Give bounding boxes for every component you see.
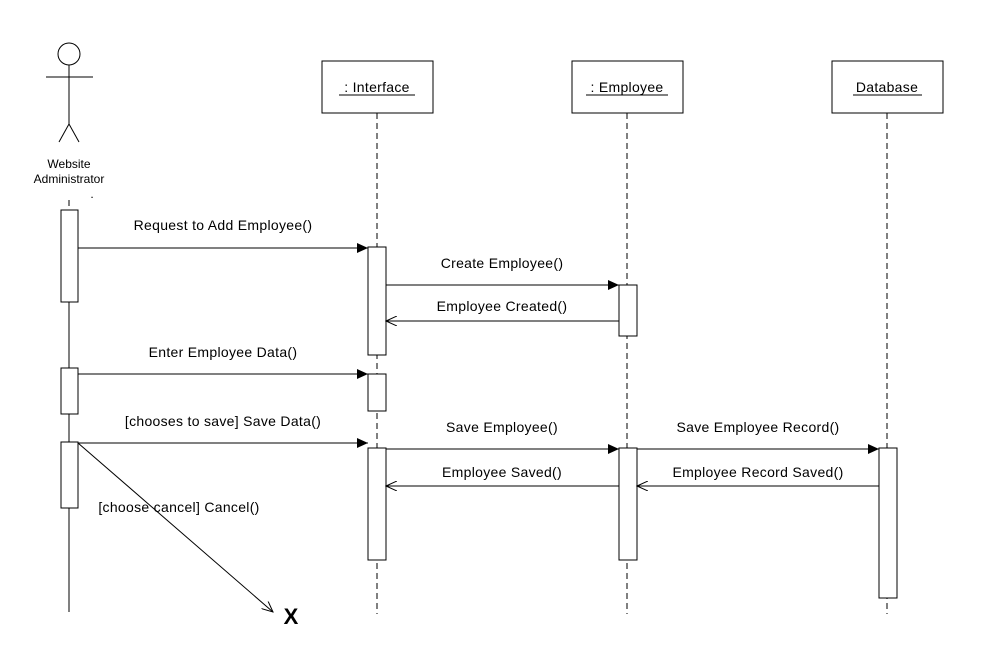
actor-name-line3: . — [90, 187, 93, 201]
object-interface: : Interface — [321, 60, 434, 114]
actor-activation — [60, 367, 79, 415]
object-database-label: Database — [856, 79, 918, 95]
interface-activation — [367, 447, 387, 561]
object-employee: : Employee — [571, 60, 684, 114]
message-label: Enter Employee Data() — [149, 344, 298, 360]
destroy-x-icon: X — [284, 604, 299, 629]
message-label: Save Employee Record() — [677, 419, 840, 435]
message-label: Employee Record Saved() — [672, 464, 843, 480]
message-label: [chooses to save] Save Data() — [125, 413, 321, 429]
message-label: [choose cancel] Cancel() — [98, 499, 259, 515]
interface-activation — [367, 246, 387, 356]
message-label: Create Employee() — [441, 255, 564, 271]
actor-website-administrator: Website Administrator . — [34, 42, 105, 201]
actor-activation — [60, 209, 79, 303]
message-label: Save Employee() — [446, 419, 558, 435]
interface-activation — [367, 373, 387, 412]
object-employee-label: : Employee — [590, 79, 663, 95]
actor-name-line1: Website — [47, 157, 90, 171]
actor-name-line2: Administrator — [34, 172, 105, 186]
message-label: Employee Saved() — [442, 464, 562, 480]
employee-activation — [618, 284, 638, 337]
cancel-message-arrow — [77, 442, 273, 612]
message-label: Request to Add Employee() — [134, 217, 313, 233]
stick-figure-icon — [46, 42, 93, 143]
object-database: Database — [831, 60, 944, 114]
object-interface-label: : Interface — [344, 79, 410, 95]
actor-activation — [60, 441, 79, 509]
database-activation — [878, 447, 898, 599]
message-label: Employee Created() — [437, 298, 568, 314]
employee-activation — [618, 447, 638, 561]
